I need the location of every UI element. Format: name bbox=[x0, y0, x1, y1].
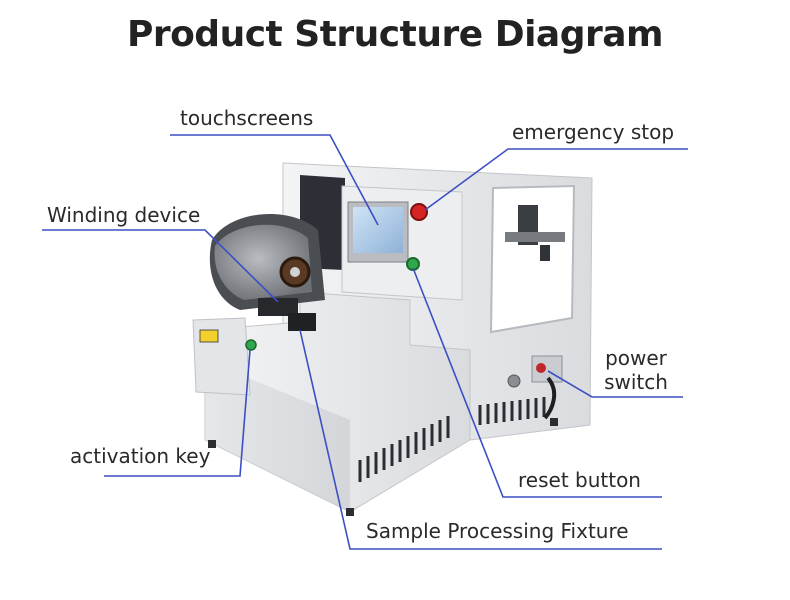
rear-connectors bbox=[507, 355, 563, 420]
leader-touchscreens bbox=[170, 134, 379, 226]
front-vent-slots bbox=[358, 416, 450, 482]
leader-lines bbox=[42, 134, 688, 550]
activation-key-icon bbox=[245, 339, 257, 351]
label-reset-button: reset button bbox=[518, 468, 641, 492]
label-power-switch-line2: switch bbox=[604, 370, 668, 394]
side-window bbox=[489, 184, 576, 334]
vent-slots bbox=[478, 397, 546, 425]
left-base bbox=[192, 317, 257, 396]
front-body bbox=[204, 291, 471, 513]
control-panel bbox=[341, 185, 463, 301]
leader-sample-fixture bbox=[299, 329, 662, 550]
label-activation-key: activation key bbox=[70, 444, 211, 468]
diagram-title: Product Structure Diagram bbox=[126, 14, 664, 55]
label-winding-device: Winding device bbox=[47, 203, 201, 227]
feet bbox=[208, 418, 558, 516]
leader-reset-button bbox=[412, 267, 662, 498]
winding-device bbox=[209, 213, 325, 331]
leader-activation-key bbox=[104, 349, 251, 477]
leader-winding-device bbox=[42, 229, 279, 303]
sample-fixture-block bbox=[288, 313, 316, 331]
label-sample-fixture: Sample Processing Fixture bbox=[366, 519, 629, 543]
label-touchscreens: touchscreens bbox=[180, 106, 314, 130]
leader-emergency-stop bbox=[424, 148, 688, 211]
label-power-switch-line1: power bbox=[605, 346, 667, 370]
leader-power-switch bbox=[547, 370, 683, 398]
label-emergency-stop: emergency stop bbox=[512, 120, 675, 144]
emergency-stop-icon bbox=[410, 203, 428, 221]
power-switch-icon bbox=[536, 363, 546, 373]
touchscreen-display bbox=[353, 207, 403, 253]
